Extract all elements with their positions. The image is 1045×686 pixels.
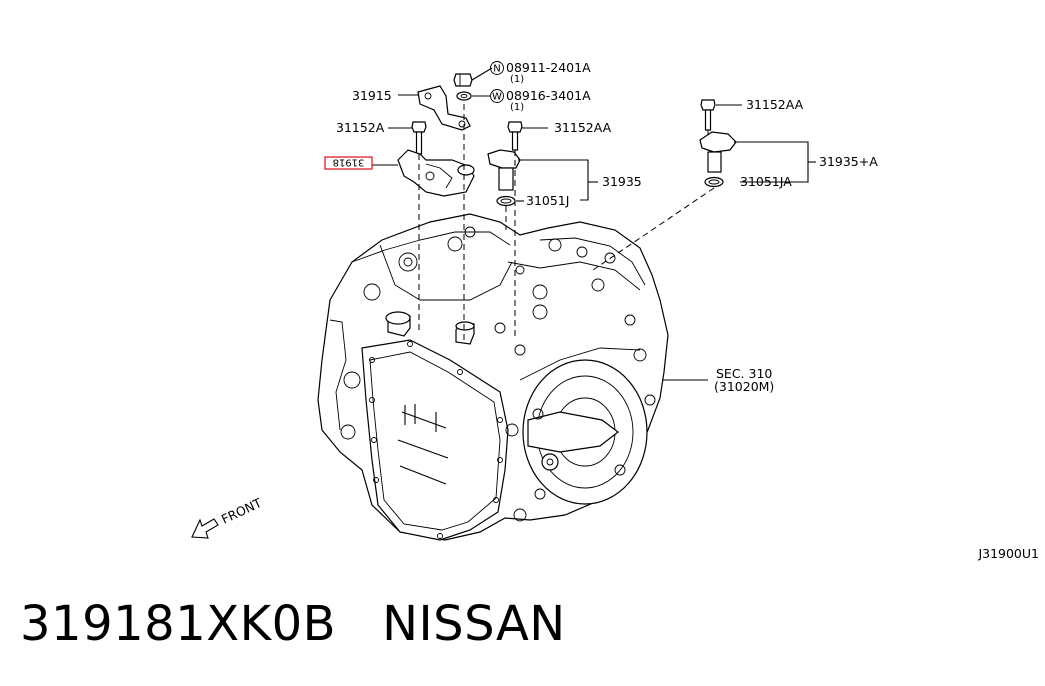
nut-symbol: N [493,64,500,75]
washer-part-label: 08916-3401A [506,88,591,103]
bolt-left [388,121,427,155]
sensor-right [699,99,816,188]
bolt-mid-label: 31152AA [554,120,612,135]
highlighted-part-label: 31918 [333,157,365,168]
transmission-housing [317,213,669,541]
nut-qty-label: (1) [510,74,524,85]
parts-diagram: N 08911-2401A (1) W 08916-3401A (1) 3191… [191,60,1039,561]
section-ref-label: SEC. 310 [716,366,772,381]
highlight-box [324,156,373,170]
bracket-label: 31915 [352,88,392,103]
washer-symbol: W [492,92,502,103]
sensor-right-label: 31935+A [819,154,878,169]
front-label: FRONT [219,495,264,527]
front-arrow-icon [191,518,219,539]
oring-right-label: 31051JA [740,174,792,189]
solenoid-31918 [372,149,475,197]
section-sub-label: (31020M) [714,379,774,394]
bolt-mid [507,121,548,151]
installation-lines [418,104,715,340]
diagram-code: J31900U1 [977,546,1039,561]
part-caption: 319181XK0B NISSAN [20,596,566,652]
part-number: 319181XK0B [20,596,337,652]
nut-part-label: 08911-2401A [506,60,591,75]
brand-name: NISSAN [382,596,566,652]
washer-qty-label: (1) [510,102,524,113]
bracket-31915 [398,85,471,131]
bolt-left-label: 31152A [336,120,385,135]
bolt-right-label: 31152AA [746,97,804,112]
oring-mid-label: 31051J [526,193,569,208]
sensor-mid-label: 31935 [602,174,642,189]
nut-and-washer [453,61,504,103]
